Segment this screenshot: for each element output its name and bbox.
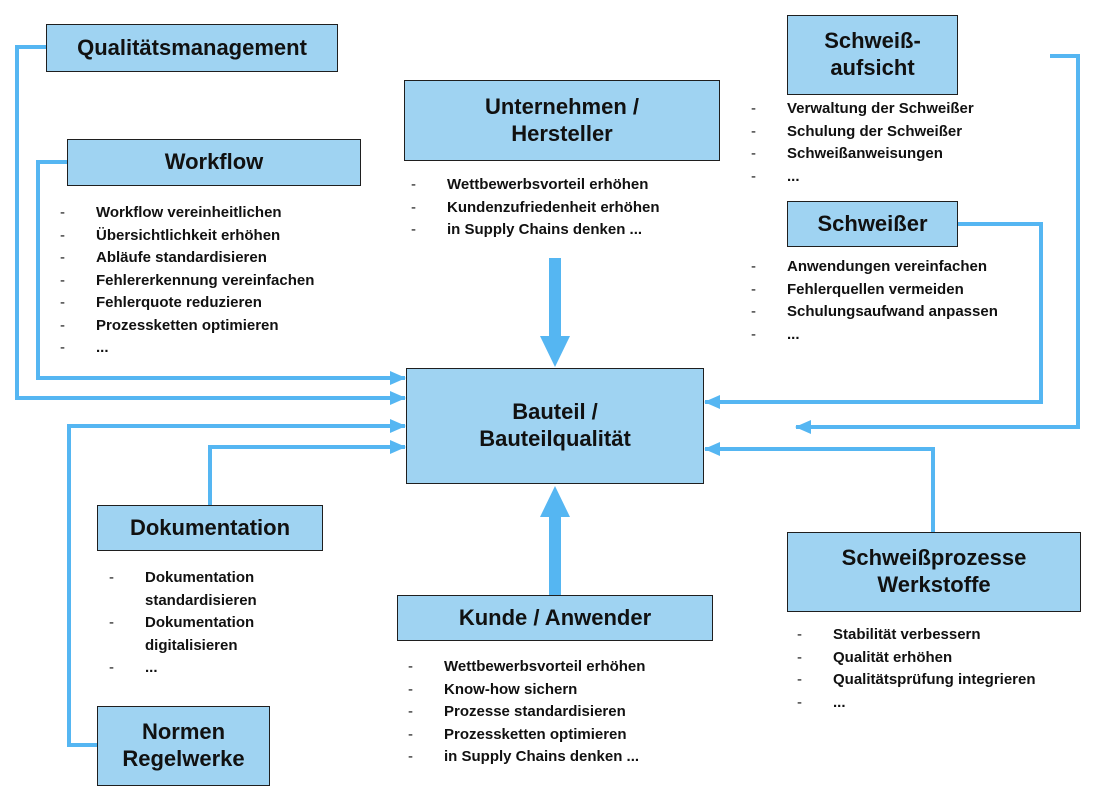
list-item: Anwendungen vereinfachen <box>751 256 998 279</box>
list-item: Qualität erhöhen <box>797 647 1036 670</box>
normen-title-line2: Regelwerke <box>122 746 245 771</box>
list-item: Dokumentation digitalisieren <box>109 612 257 657</box>
list-item: Qualitätsprüfung integrieren <box>797 669 1036 692</box>
schweisser-list: Anwendungen vereinfachen Fehlerquellen v… <box>751 256 998 346</box>
schweissprozesse-title-line2: Werkstoffe <box>877 572 991 597</box>
schweisser-box: Schweißer <box>787 201 958 247</box>
connector-workflow <box>36 160 406 385</box>
list-item: Prozessketten optimieren <box>408 724 645 747</box>
list-item: Abläufe standardisieren <box>60 247 314 270</box>
schweissaufsicht-box: Schweiß- aufsicht <box>787 15 958 95</box>
list-item: Workflow vereinheitlichen <box>60 202 314 225</box>
connector-schweisser <box>704 222 1043 409</box>
connector-schweissprozesse <box>704 442 935 532</box>
list-item-line: Dokumentation <box>145 569 255 586</box>
schweissaufsicht-list: Verwaltung der Schweißer Schulung der Sc… <box>751 98 974 188</box>
connector-dokumentation <box>208 440 406 506</box>
arrow-kunde-shaft <box>549 515 561 596</box>
center-title-line2: Bauteilqualität <box>479 426 631 451</box>
list-item: Verwaltung der Schweißer <box>751 98 974 121</box>
list-item: Schulungsaufwand anpassen <box>751 301 998 324</box>
normen-box: Normen Regelwerke <box>97 706 270 786</box>
list-item-line: digitalisieren <box>145 636 238 654</box>
list-item: in Supply Chains denken ... <box>411 219 660 242</box>
list-item: Schulung der Schweißer <box>751 121 974 144</box>
schweissprozesse-list: Stabilität verbessern Qualität erhöhen Q… <box>797 624 1036 714</box>
arrow-unternehmen-head <box>540 336 570 367</box>
list-item: ... <box>751 324 998 347</box>
list-item-line: ... <box>145 659 158 676</box>
list-item: Wettbewerbsvorteil erhöhen <box>411 174 660 197</box>
dokumentation-box: Dokumentation <box>97 505 323 551</box>
list-item: Prozesse standardisieren <box>408 701 645 724</box>
workflow-list: Workflow vereinheitlichen Übersichtlichk… <box>60 202 314 360</box>
list-item: Prozessketten optimieren <box>60 315 314 338</box>
dokumentation-title: Dokumentation <box>129 514 291 540</box>
list-item: Dokumentation standardisieren <box>109 567 257 612</box>
list-item-line: standardisieren <box>145 591 257 609</box>
unternehmen-list: Wettbewerbsvorteil erhöhen Kundenzufried… <box>411 174 660 242</box>
workflow-box: Workflow <box>67 139 361 186</box>
unternehmen-title-line2: Hersteller <box>511 120 613 146</box>
arrow-unternehmen-shaft <box>549 258 561 338</box>
list-item: Übersichtlichkeit erhöhen <box>60 225 314 248</box>
list-item: in Supply Chains denken ... <box>408 746 645 769</box>
connector-schweissaufsicht <box>795 54 1080 434</box>
center-box: Bauteil / Bauteilqualität <box>406 368 704 484</box>
list-item: Wettbewerbsvorteil erhöhen <box>408 656 645 679</box>
unternehmen-box: Unternehmen / Hersteller <box>404 80 720 161</box>
center-title-line1: Bauteil / <box>512 399 598 425</box>
schweissprozesse-box: Schweißprozesse Werkstoffe <box>787 532 1081 612</box>
workflow-title: Workflow <box>164 149 264 175</box>
list-item: ... <box>109 657 257 680</box>
schweissprozesse-title-line1: Schweißprozesse <box>841 545 1027 571</box>
list-item: ... <box>797 692 1036 715</box>
list-item: Schweißanweisungen <box>751 143 974 166</box>
list-item: Fehlerquellen vermeiden <box>751 279 998 302</box>
qm-title: Qualitätsmanagement <box>77 34 307 60</box>
list-item: Kundenzufriedenheit erhöhen <box>411 197 660 220</box>
kunde-list: Wettbewerbsvorteil erhöhen Know-how sich… <box>408 656 645 769</box>
unternehmen-title-line1: Unternehmen / <box>484 93 640 119</box>
connector-qm <box>15 45 406 405</box>
normen-title-line1: Normen <box>141 719 226 745</box>
list-item-line: Dokumentation <box>145 614 255 631</box>
arrow-kunde-head <box>540 486 570 517</box>
schweissaufsicht-title-line1: Schweiß- <box>824 28 921 54</box>
list-item: Fehlerquote reduzieren <box>60 292 314 315</box>
list-item: Know-how sichern <box>408 679 645 702</box>
dokumentation-list: Dokumentation standardisieren Dokumentat… <box>109 567 257 680</box>
connector-normen <box>67 419 406 747</box>
kunde-box: Kunde / Anwender <box>397 595 713 641</box>
list-item: Fehlererkennung vereinfachen <box>60 270 314 293</box>
qm-box: Qualitätsmanagement <box>46 24 338 72</box>
schweissaufsicht-title-line2: aufsicht <box>830 55 915 80</box>
list-item: ... <box>751 166 974 189</box>
schweisser-title: Schweißer <box>817 210 928 236</box>
kunde-title: Kunde / Anwender <box>458 604 652 630</box>
list-item: ... <box>60 337 314 360</box>
list-item: Stabilität verbessern <box>797 624 1036 647</box>
